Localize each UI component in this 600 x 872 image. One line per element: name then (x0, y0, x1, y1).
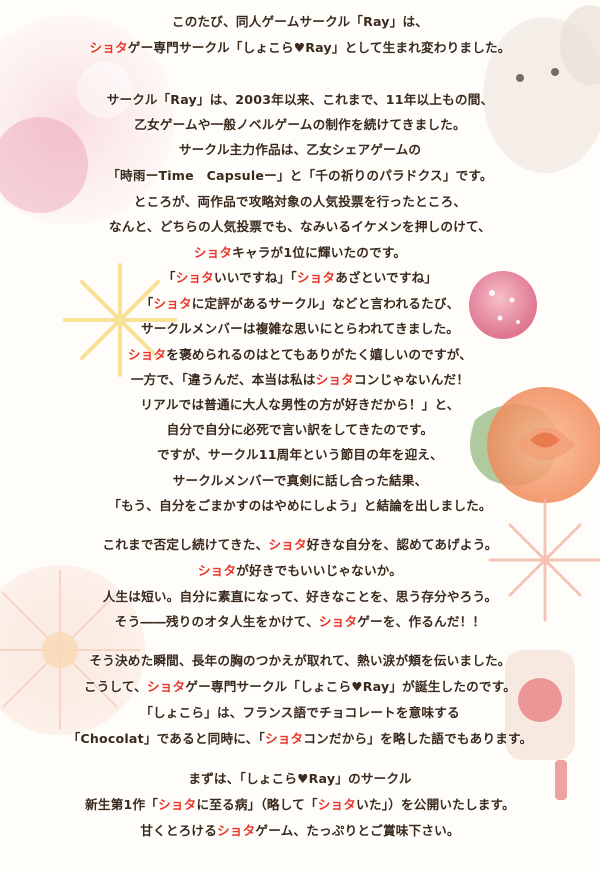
text-segment: 新生第1作「 (85, 797, 159, 812)
text-segment: なんと、どちらの人気投票でも、なみいるイケメンを押しのけて、 (109, 219, 491, 234)
text-line: ショタが好きでもいいじゃないか。 (0, 562, 600, 580)
text-line: ショタを褒められるのはとてもありがたく嬉しいのですが、 (0, 346, 600, 364)
text-segment: あざといですね」 (335, 270, 438, 285)
highlight-keyword: ショタ (146, 679, 186, 694)
text-segment: これまで否定し続けてきた、 (102, 537, 269, 552)
text-segment: ゲーム、たっぷりとご賞味下さい。 (255, 823, 460, 838)
text-segment: ゲー専門サークル「しょこら♥Ray」が誕生したのです。 (185, 679, 517, 694)
text-segment: そう――残りのオタ人生をかけて、 (114, 614, 319, 629)
text-segment: 自分で自分に必死で言い訳をしてきたのです。 (166, 422, 434, 437)
text-segment: 一方で、「違うんだ、本当は私は (130, 372, 316, 387)
text-line: ですが、サークル11周年という節目の年を迎え、 (0, 446, 600, 464)
highlight-keyword: ショタ (317, 797, 357, 812)
highlight-keyword: ショタ (153, 296, 192, 311)
text-segment: 乙女ゲームや一般ノベルゲームの制作を続けてきました。 (134, 117, 466, 132)
text-segment: ゲーを、作るんだ！！ (357, 614, 486, 629)
text-line: これまで否定し続けてきた、ショタ好きな自分を、認めてあげよう。 (0, 536, 600, 554)
text-line: まずは、「しょこら♥Ray」のサークル (0, 770, 600, 788)
highlight-keyword: ショタ (318, 614, 358, 629)
text-line: 「時雨ーTime Capsuleー」と「千の祈りのパラドクス」です。 (0, 167, 600, 185)
text-segment: 「もう、自分をごまかすのはやめにしよう」と結論を出しました。 (108, 498, 492, 513)
text-segment: コンじゃないんだ！ (353, 372, 470, 387)
text-line: 「ショタに定評があるサークル」などと言われるたび、 (0, 295, 600, 313)
text-line: なんと、どちらの人気投票でも、なみいるイケメンを押しのけて、 (0, 218, 600, 236)
text-segment: いいですね」「 (213, 270, 297, 285)
text-line: そう――残りのオタ人生をかけて、ショタゲーを、作るんだ！！ (0, 613, 600, 631)
text-segment: いた」）を公開いたします。 (356, 797, 515, 812)
text-line: 乙女ゲームや一般ノベルゲームの制作を続けてきました。 (0, 116, 600, 134)
text-segment: 人生は短い。自分に素直になって、好きなことを、思う存分やろう。 (102, 589, 498, 604)
text-segment: ところが、両作品で攻略対象の人気投票を行ったところ、 (133, 194, 467, 209)
highlight-keyword: ショタ (296, 270, 336, 285)
text-segment: 「しょこら」は、フランス語でチョコレートを意味する (140, 705, 460, 720)
text-segment: に至る病」（略して「 (196, 797, 318, 812)
text-segment: に定評があるサークル」などと言われるたび、 (191, 296, 460, 311)
text-segment: 好きな自分を、認めてあげよう。 (306, 537, 498, 552)
text-line: リアルでは普通に大人な男性の方が好きだから！」と、 (0, 396, 600, 414)
text-line: 「しょこら」は、フランス語でチョコレートを意味する (0, 704, 600, 722)
text-segment: サークル主力作品は、乙女シェアゲームの (178, 142, 422, 157)
text-line: サークル主力作品は、乙女シェアゲームの (0, 141, 600, 159)
text-line: 「ショタいいですね」「ショタあざといですね」 (0, 269, 600, 287)
text-line: サークルメンバーは複雑な思いにとらわれてきました。 (0, 320, 600, 338)
highlight-keyword: ショタ (127, 347, 167, 362)
text-segment: が好きでもいいじゃないか。 (236, 563, 403, 578)
text-segment: リアルでは普通に大人な男性の方が好きだから！」と、 (140, 397, 460, 412)
text-line: 自分で自分に必死で言い訳をしてきたのです。 (0, 421, 600, 439)
text-segment: サークル「Ray」は、2003年以来、これまで、11年以上もの間、 (106, 92, 494, 107)
text-line: 「もう、自分をごまかすのはやめにしよう」と結論を出しました。 (0, 497, 600, 515)
text-segment: を褒められるのはとてもありがたく嬉しいのですが、 (166, 347, 473, 362)
text-line: サークルメンバーで真剣に話し合った結果、 (0, 472, 600, 490)
text-line: こうして、ショタゲー専門サークル「しょこら♥Ray」が誕生したのです。 (0, 678, 600, 696)
highlight-keyword: ショタ (197, 563, 237, 578)
text-segment: 「 (140, 296, 154, 311)
text-line: そう決めた瞬間、長年の胸のつかえが取れて、熱い涙が頬を伝いました。 (0, 652, 600, 670)
text-segment: 「 (162, 270, 176, 285)
text-segment: サークルメンバーは複雑な思いにとらわれてきました。 (140, 321, 460, 336)
text-line: 「Chocolat」であると同時に、「ショタコンだから」を略した語でもあります。 (0, 730, 600, 748)
text-segment: こうして、 (83, 679, 147, 694)
text-segment: コンだから」を略した語でもあります。 (303, 731, 533, 746)
text-segment: 「Chocolat」であると同時に、「 (67, 731, 265, 746)
highlight-keyword: ショタ (175, 270, 214, 285)
text-line: ショタゲー専門サークル「しょこら♥Ray」として生まれ変わりました。 (0, 39, 600, 57)
highlight-keyword: ショタ (89, 40, 128, 55)
highlight-keyword: ショタ (193, 245, 233, 260)
highlight-keyword: ショタ (315, 372, 354, 387)
text-line: サークル「Ray」は、2003年以来、これまで、11年以上もの間、 (0, 91, 600, 109)
text-segment: ゲー専門サークル「しょこら♥Ray」として生まれ変わりました。 (127, 40, 511, 55)
text-line: 一方で、「違うんだ、本当は私はショタコンじゃないんだ！ (0, 371, 600, 389)
text-line: ところが、両作品で攻略対象の人気投票を行ったところ、 (0, 193, 600, 211)
text-segment: 「時雨ーTime Capsuleー」と「千の祈りのパラドクス」です。 (107, 168, 493, 183)
text-segment: このたび、同人ゲームサークル「Ray」は、 (171, 14, 429, 29)
highlight-keyword: ショタ (158, 797, 197, 812)
highlight-keyword: ショタ (268, 537, 307, 552)
text-line: ショタキャラが1位に輝いたのです。 (0, 244, 600, 262)
highlight-keyword: ショタ (217, 823, 256, 838)
highlight-keyword: ショタ (264, 731, 304, 746)
text-line: 新生第1作「ショタに至る病」（略して「ショタいた」）を公開いたします。 (0, 796, 600, 814)
text-segment: キャラが1位に輝いたのです。 (232, 245, 407, 260)
text-line: 甘くとろけるショタゲーム、たっぷりとご賞味下さい。 (0, 822, 600, 840)
text-segment: そう決めた瞬間、長年の胸のつかえが取れて、熱い涙が頬を伝いました。 (89, 653, 511, 668)
text-segment: まずは、「しょこら♥Ray」のサークル (188, 771, 412, 786)
text-segment: サークルメンバーで真剣に話し合った結果、 (172, 473, 428, 488)
text-segment: ですが、サークル11周年という節目の年を迎え、 (157, 447, 443, 462)
text-line: このたび、同人ゲームサークル「Ray」は、 (0, 13, 600, 31)
text-line: 人生は短い。自分に素直になって、好きなことを、思う存分やろう。 (0, 588, 600, 606)
text-segment: 甘くとろける (140, 823, 218, 838)
